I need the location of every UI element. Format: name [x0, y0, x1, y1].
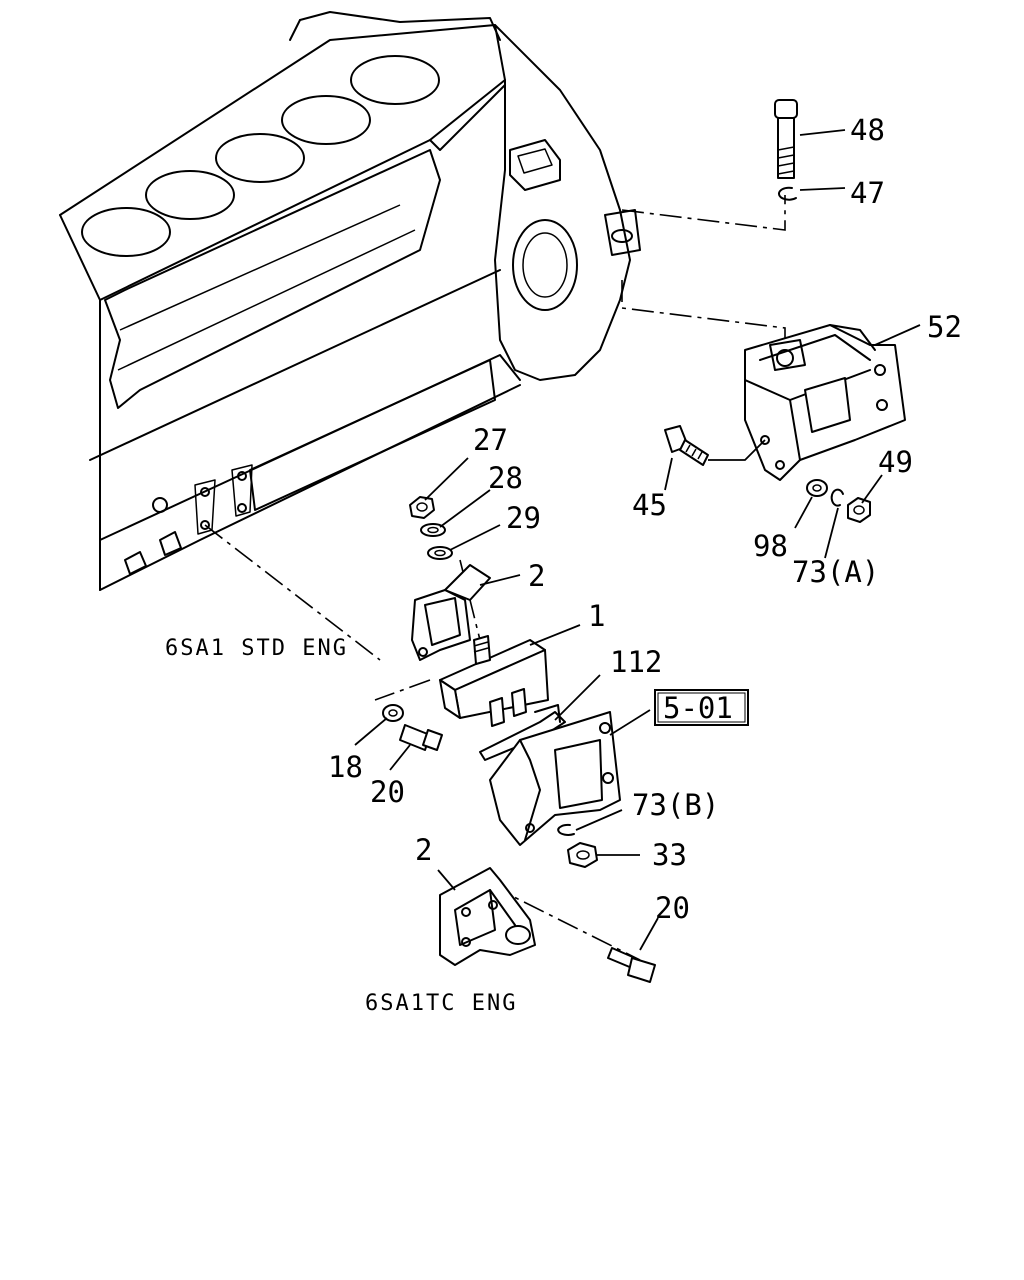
washer-98: [806, 479, 828, 497]
reference-box-5-01: 5-01: [654, 689, 749, 726]
callout-48: 48: [850, 113, 885, 147]
caption-tc-engine: 6SA1TC ENG: [365, 991, 517, 1016]
callout-73b: 73(B): [632, 788, 719, 822]
plate-112: [479, 711, 566, 761]
callout-47: 47: [850, 176, 885, 210]
callout-20-std: 20: [370, 775, 405, 809]
callout-27: 27: [473, 423, 508, 457]
nut-27: [409, 496, 435, 519]
assembly-guide-lines: [204, 195, 786, 961]
reference-box-label: 5-01: [663, 691, 733, 725]
callout-1: 1: [588, 599, 605, 633]
callout-18: 18: [328, 750, 363, 784]
nut-49: [847, 497, 871, 523]
caption-std-engine: 6SA1 STD ENG: [165, 636, 348, 661]
bolt-20-tc: [607, 947, 656, 983]
bolt-48: [774, 99, 798, 179]
washer-28: [420, 523, 446, 537]
callout-49: 49: [878, 445, 913, 479]
frame-bracket-5-01: [489, 711, 621, 846]
washer-29: [427, 546, 453, 560]
lock-washer-47: [778, 186, 797, 201]
callout-52: 52: [927, 310, 962, 344]
callout-29: 29: [506, 501, 541, 535]
callout-45: 45: [632, 488, 667, 522]
bolt-20-std: [399, 724, 443, 751]
bolt-45: [664, 425, 709, 466]
callout-20-tc: 20: [655, 891, 690, 925]
callout-leader-lines: [354, 129, 921, 951]
bracket-2-tc: [439, 867, 536, 966]
callout-98: 98: [753, 529, 788, 563]
callout-73a: 73(A): [792, 555, 879, 589]
lock-washer-73a: [830, 488, 844, 507]
engine-block-drawing: [59, 11, 641, 591]
callout-labels: 48 47 52 27 28 29 45 49 98 73(A) 2 1 112…: [328, 113, 962, 925]
lock-washer-73b: [557, 823, 575, 836]
callout-112: 112: [610, 645, 662, 679]
rear-mount-bracket: [744, 324, 906, 481]
nut-33: [567, 842, 598, 868]
callout-33: 33: [652, 838, 687, 872]
callout-2-std: 2: [528, 559, 545, 593]
bolt-45-guide: [708, 439, 766, 461]
callout-2-tc: 2: [415, 833, 432, 867]
callout-28: 28: [488, 461, 523, 495]
rubber-mount-1: [439, 635, 549, 727]
bracket-2-std: [411, 564, 491, 661]
washer-18: [382, 704, 404, 722]
